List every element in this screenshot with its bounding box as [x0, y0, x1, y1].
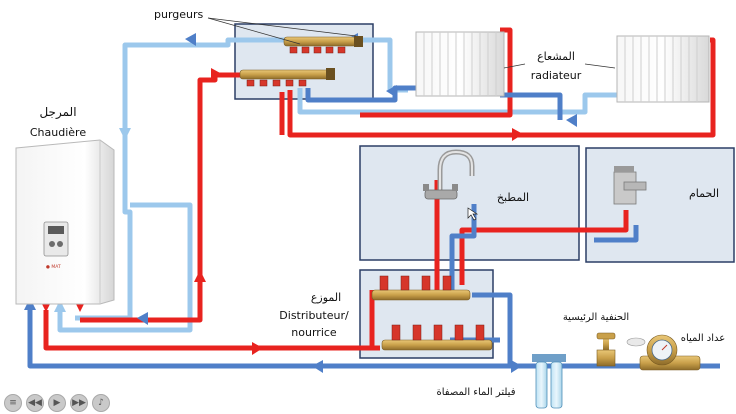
water-filter-icon: [532, 354, 566, 409]
label-kitchen: المطبخ: [497, 191, 529, 204]
arrow-right-icon: [211, 68, 222, 81]
play-icon[interactable]: ▶: [48, 394, 66, 412]
arrow-up-icon: [194, 270, 206, 282]
label-distributor-ar: الموزع: [311, 291, 341, 304]
distributor-manifold: [371, 275, 493, 351]
arrow-left-icon: [566, 114, 577, 127]
bathroom-faucet-icon: [613, 166, 647, 205]
label-boiler-ar: المرجل: [39, 105, 76, 120]
arrow-right-icon: [252, 342, 263, 355]
purgeur-manifold-box: [234, 23, 374, 100]
media-controls: ≡ ◀◀ ▶ ▶▶ ♪: [4, 394, 110, 412]
arrow-left-icon: [312, 360, 323, 373]
callout-lines: [207, 17, 616, 69]
label-distributor-fr-1: Distributeur/: [279, 309, 349, 322]
label-radiator-ar: المشعاع: [537, 50, 575, 63]
volume-icon[interactable]: ♪: [92, 394, 110, 412]
forward-icon[interactable]: ▶▶: [70, 394, 88, 412]
label-main-valve: الحنفية الرئيسية: [563, 312, 629, 323]
arrow-left-icon: [185, 33, 196, 46]
label-bathroom: الحمام: [689, 187, 719, 200]
arrow-right-icon: [511, 360, 522, 373]
bathroom-box: [585, 147, 735, 263]
label-distributor-fr-2: nourrice: [291, 326, 337, 339]
label-purgeurs: purgeurs: [154, 8, 204, 21]
boiler: ● MAT: [15, 139, 115, 305]
label-water-meter: عداد المياه: [681, 333, 726, 344]
arrow-left-icon: [386, 85, 397, 98]
kitchen-faucet-icon: [423, 149, 475, 200]
mouse-cursor-icon: [467, 207, 479, 221]
rewind-icon[interactable]: ◀◀: [26, 394, 44, 412]
label-radiator-fr: radiateur: [531, 69, 582, 82]
menu-icon[interactable]: ≡: [4, 394, 22, 412]
arrow-down-icon: [119, 128, 131, 140]
arrow-up-icon: [54, 300, 66, 312]
radiator-right: [616, 35, 710, 103]
water-meter-icon: [626, 334, 701, 371]
label-filter: فيلتر الماء المصفاة: [437, 387, 516, 398]
main-valve-icon: [596, 332, 616, 367]
label-boiler-fr: Chaudière: [30, 126, 86, 139]
boiler-brand: ● MAT: [46, 264, 61, 270]
radiator-left: [415, 31, 505, 97]
arrow-left-icon: [137, 312, 148, 325]
purgeur-manifold: [239, 36, 363, 87]
arrow-right-icon: [512, 128, 523, 141]
